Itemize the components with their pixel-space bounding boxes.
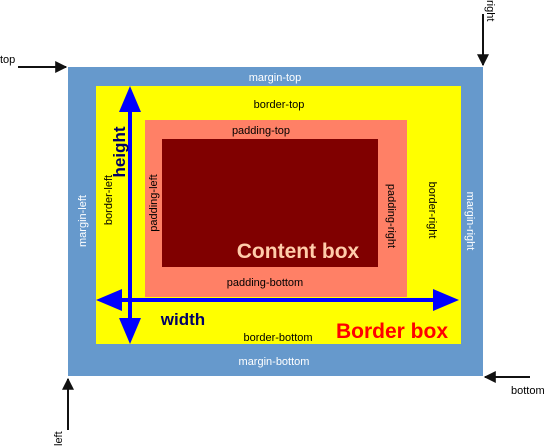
margin-top-label: margin-top bbox=[249, 72, 302, 84]
margin-right-label: margin-right bbox=[464, 192, 476, 251]
top-pointer-label: top bbox=[0, 54, 15, 66]
padding-right-label: padding-right bbox=[385, 184, 397, 248]
height-label: height bbox=[110, 126, 129, 177]
margin-bottom-label: margin-bottom bbox=[239, 356, 310, 368]
width-arrow bbox=[96, 289, 459, 311]
border-top-label: border-top bbox=[254, 99, 305, 111]
border-right-label: border-right bbox=[426, 182, 438, 239]
content-box-label: Content box bbox=[237, 240, 360, 263]
left-pointer-label: left bbox=[53, 431, 65, 446]
border-left-label: border-left bbox=[103, 175, 115, 225]
height-arrow bbox=[119, 86, 141, 344]
right-pointer-label: right bbox=[484, 0, 496, 21]
border-bottom-label: border-bottom bbox=[243, 332, 312, 344]
content-area bbox=[162, 139, 378, 267]
bottom-pointer-label: bottom bbox=[511, 385, 545, 397]
padding-left-label: padding-left bbox=[148, 174, 160, 232]
margin-left-label: margin-left bbox=[77, 195, 89, 247]
padding-bottom-label: padding-bottom bbox=[227, 277, 303, 289]
width-label: width bbox=[160, 310, 205, 329]
padding-top-label: padding-top bbox=[232, 125, 290, 137]
border-box-label: Border box bbox=[336, 320, 448, 343]
